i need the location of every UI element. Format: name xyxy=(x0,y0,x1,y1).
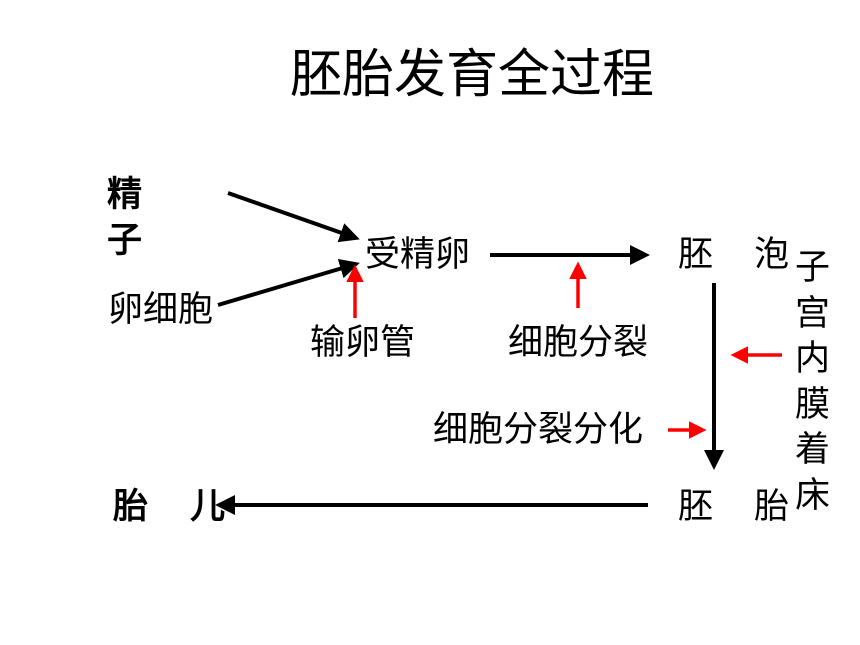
slide-title: 胚胎发育全过程 xyxy=(290,45,655,105)
label-oviduct: 输卵管 xyxy=(310,323,416,363)
node-egg: 卵细胞 xyxy=(108,290,214,330)
label-division-differentiation: 细胞分裂分化 xyxy=(433,410,644,450)
node-blastocyst: 胚 泡 xyxy=(678,235,790,275)
node-fetus: 胎 儿 xyxy=(113,487,226,527)
arrow-egg-to-zygote xyxy=(217,258,360,307)
node-sperm: 精子 xyxy=(107,175,143,261)
label-cell-division: 细胞分裂 xyxy=(508,323,649,363)
node-embryo: 胚 胎 xyxy=(678,487,790,527)
arrow-sperm-to-zygote xyxy=(227,191,360,243)
node-zygote: 受精卵 xyxy=(365,235,471,275)
label-implantation: 子宫内膜着床 xyxy=(795,248,831,516)
